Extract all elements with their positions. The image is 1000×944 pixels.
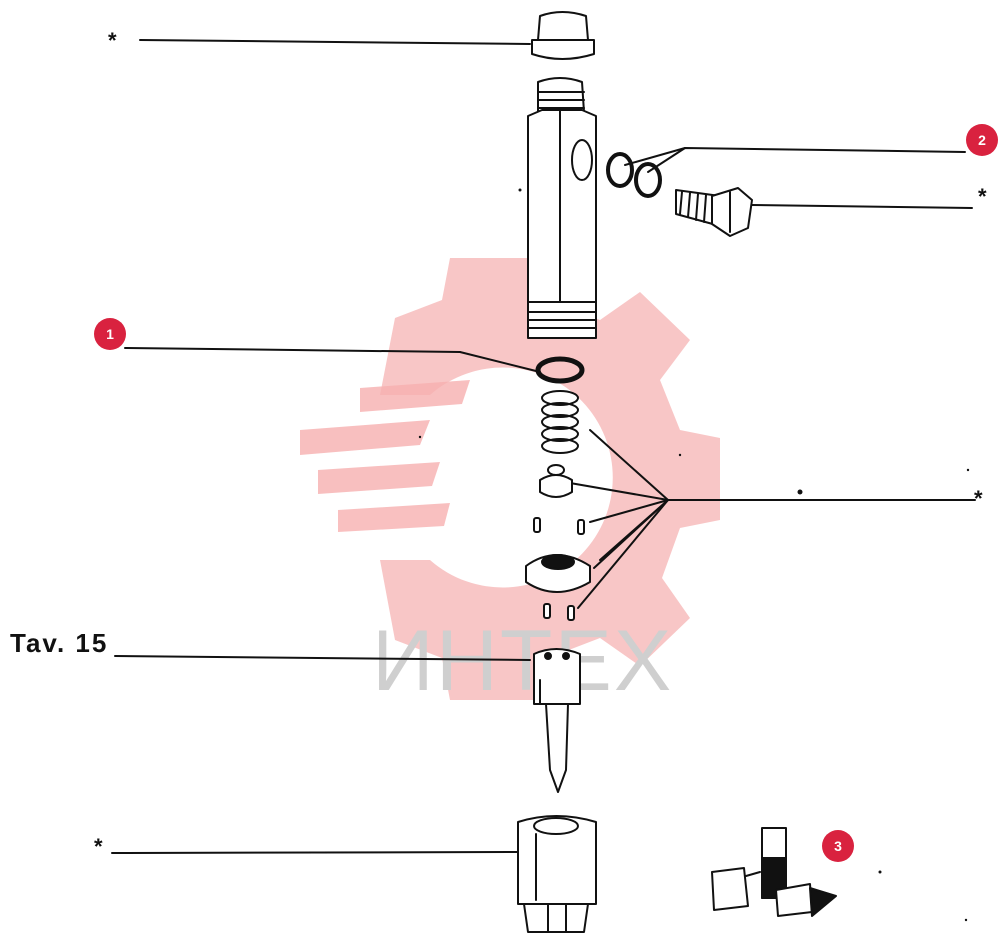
- washer-1: [535, 356, 585, 384]
- intermediate-ring: [525, 554, 591, 593]
- leader-pin-b: [577, 499, 669, 609]
- leader-pin-c: [599, 499, 669, 561]
- label-star-bolt: *: [978, 184, 987, 209]
- leader-spring: [589, 429, 669, 501]
- leader-line-bolt: [751, 204, 973, 209]
- callout-badge-3[interactable]: 3: [822, 830, 854, 862]
- table-reference-label: Tav. 15: [10, 628, 109, 658]
- spring: [541, 390, 579, 454]
- injector-body: [527, 77, 597, 339]
- label-star-nut: *: [94, 834, 103, 859]
- leader-seat: [569, 482, 669, 501]
- nozzle: [533, 648, 581, 793]
- top-cap: [531, 11, 595, 60]
- nozzle-nut: [517, 815, 597, 933]
- leader-line-cap: [139, 39, 531, 45]
- leader-line-nut: [111, 851, 521, 854]
- side-washers: [606, 152, 662, 198]
- leader-line-2b: [647, 147, 686, 173]
- spring-seat: [539, 464, 573, 498]
- dowel-pins-upper: [533, 517, 585, 535]
- label-star-cap: *: [108, 28, 117, 53]
- label-star-group: *: [974, 486, 983, 511]
- dowel-pins-lower: [543, 603, 575, 621]
- leader-pin-a: [589, 499, 669, 523]
- leader-line-tav: [114, 655, 531, 661]
- leader-line-2: [624, 147, 966, 166]
- callout-badge-1[interactable]: 1: [94, 318, 126, 350]
- leader-line-1: [124, 347, 461, 353]
- repair-kit-3: [711, 827, 837, 917]
- leader-line-1b: [459, 351, 541, 373]
- watermark-text: ИНТЕХ: [372, 613, 674, 709]
- banjo-bolt: [675, 187, 753, 237]
- callout-badge-2[interactable]: 2: [966, 124, 998, 156]
